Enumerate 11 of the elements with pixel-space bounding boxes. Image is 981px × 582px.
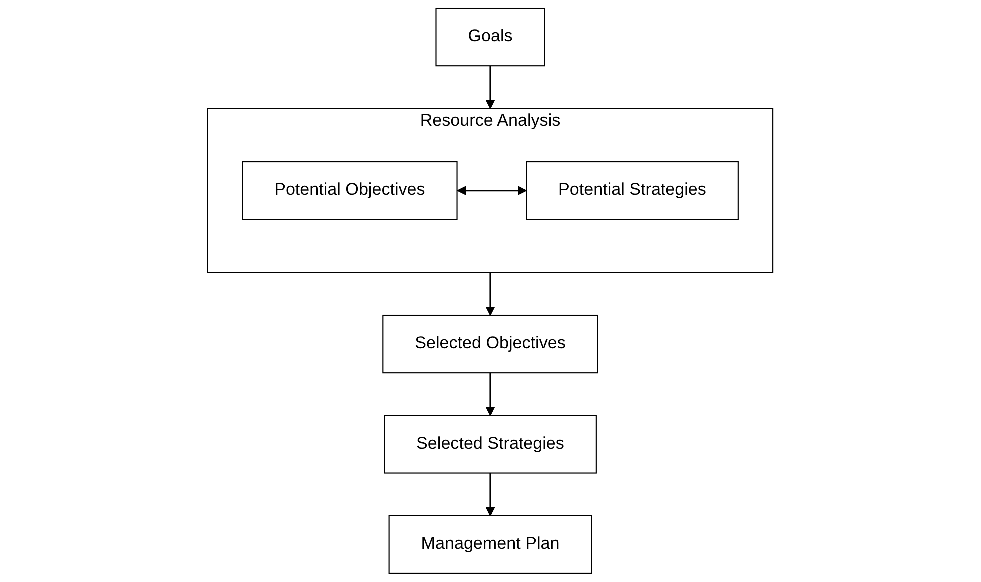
node-box: Potential Strategies xyxy=(526,161,739,220)
arrow xyxy=(457,186,527,196)
node-box: Goals xyxy=(436,8,546,67)
node-box: Potential Objectives xyxy=(242,161,458,220)
arrow xyxy=(486,272,496,316)
arrow xyxy=(486,373,496,416)
arrow xyxy=(486,473,496,516)
node-box: Management Plan xyxy=(388,515,592,574)
node-box: Selected Strategies xyxy=(384,415,597,474)
arrow xyxy=(486,66,496,110)
node-box: Selected Objectives xyxy=(382,314,598,374)
